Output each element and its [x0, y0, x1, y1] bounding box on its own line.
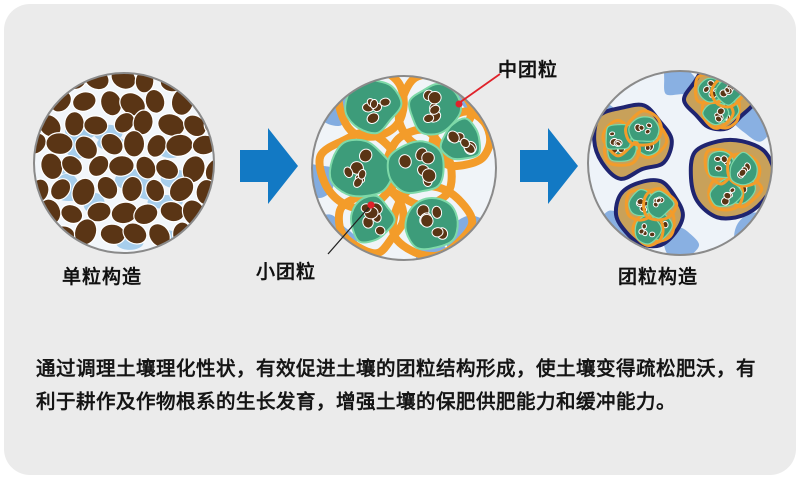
arrow-right-icon [240, 128, 298, 204]
single-grain-label: 单粒构造 [62, 266, 143, 288]
aggregate-formation-circle [311, 75, 497, 261]
medium-aggregate-pointer [455, 73, 501, 108]
small-aggregate-pointer [327, 201, 375, 255]
single-grain-circle [33, 72, 215, 254]
aggregate-structure-label: 团粒构造 [618, 266, 699, 288]
arrow-right-icon [520, 128, 578, 204]
aggregate-structure-circle [587, 70, 773, 256]
small-aggregate-label: 小团粒 [256, 261, 317, 283]
description-text: 通过调理土壤理化性状，有效促进土壤的团粒结构形成，使土壤变得疏松肥沃，有利于耕作… [36, 357, 757, 413]
medium-aggregate-label: 中团粒 [498, 59, 559, 81]
